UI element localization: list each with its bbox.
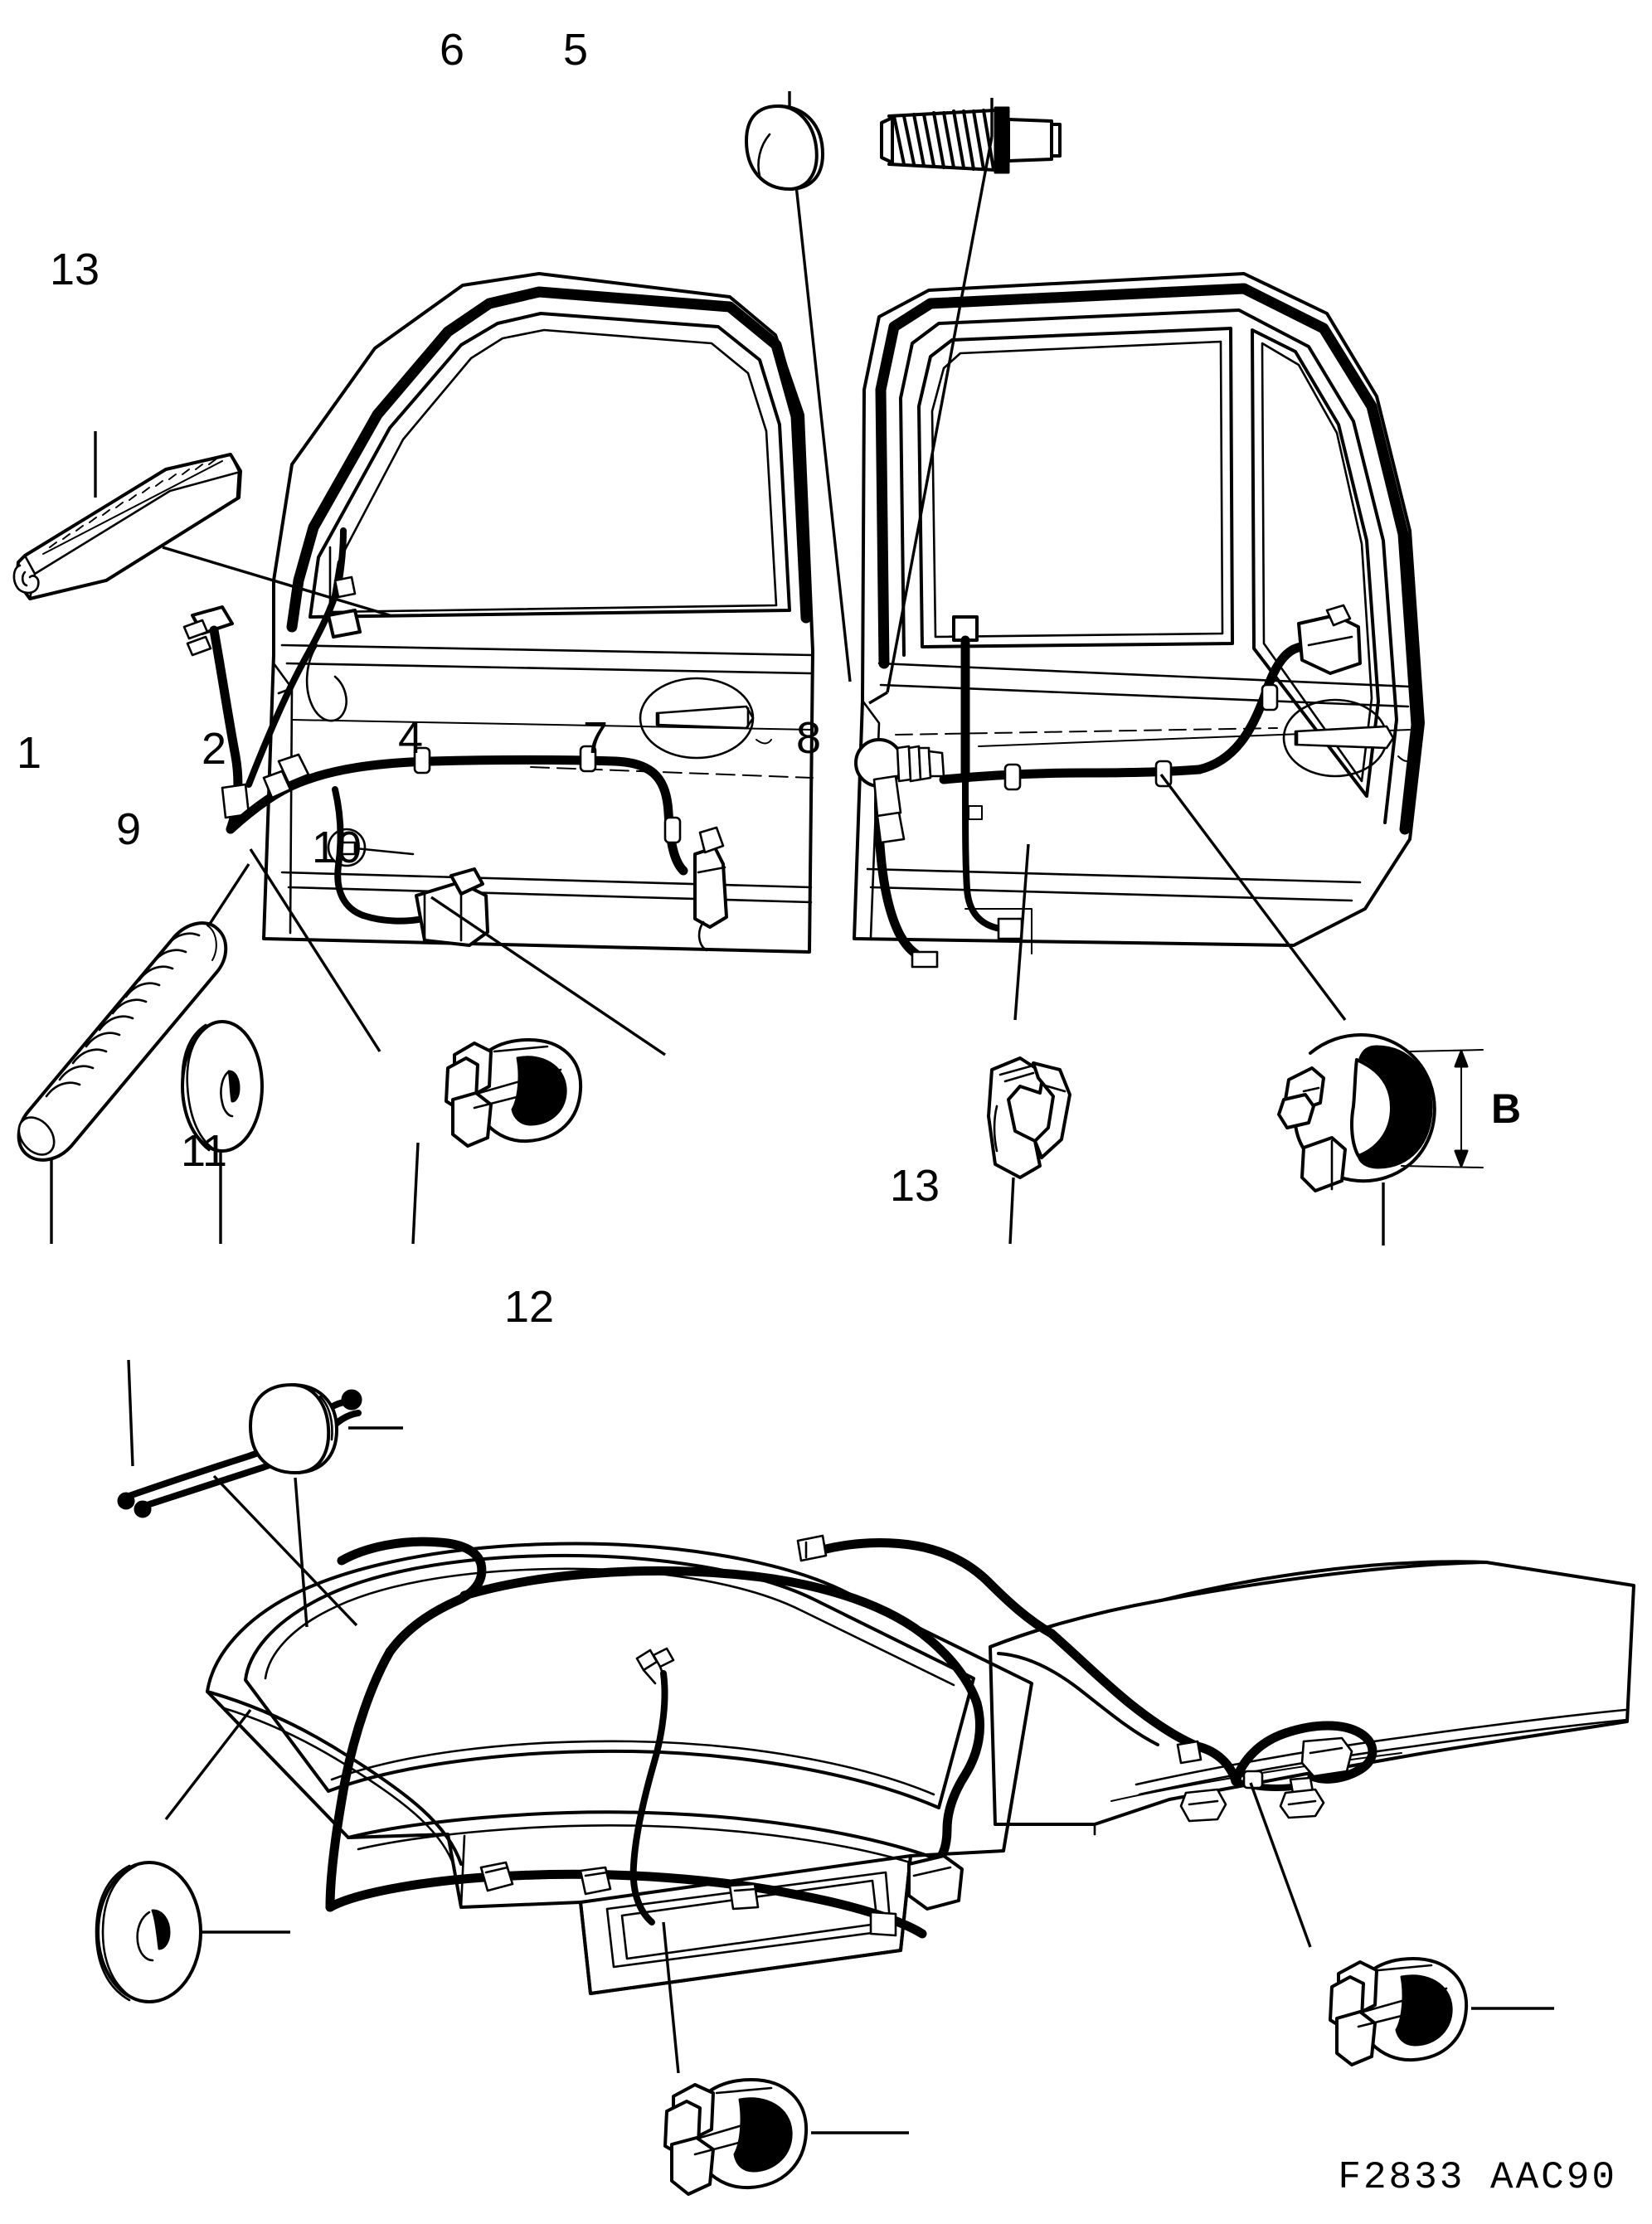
callout-number-11[interactable]: 11 <box>181 1126 227 1176</box>
bottom-section <box>95 1359 1635 2196</box>
top-section: B <box>12 91 1521 1246</box>
callout-number-8[interactable]: 8 <box>796 713 821 763</box>
tailgate-heater-connector <box>635 1647 675 1685</box>
part-6-round-cap-plug <box>745 104 824 191</box>
rear-door-wiring-harness <box>854 604 1362 1022</box>
door-lock-actuator <box>693 826 728 952</box>
part-1-rubber-conduit-boot <box>17 921 228 1162</box>
dimension-b-label: B <box>1491 1085 1521 1132</box>
callout-number-6[interactable]: 6 <box>440 25 464 75</box>
part-13-cable-clip-bottom <box>1329 1957 1554 2066</box>
part-10-oval-cap-plug <box>249 1383 403 1628</box>
callout-number-13-top[interactable]: 13 <box>50 245 100 294</box>
callout-number-2[interactable]: 2 <box>202 724 226 774</box>
harness-connector-a <box>182 605 234 657</box>
callout-number-5[interactable]: 5 <box>563 25 588 75</box>
part-13-edge-trim-strip-top <box>12 431 391 617</box>
callout-number-4[interactable]: 4 <box>398 713 423 763</box>
harness-bullet-terminal <box>796 1534 828 1562</box>
trunk-lid-assembly <box>989 1560 1635 1836</box>
rear-door-latch-block <box>1297 604 1362 675</box>
part-12-cable-clip <box>663 2078 909 2196</box>
callout-number-10[interactable]: 10 <box>312 823 362 872</box>
callout-number-13-bottom[interactable]: 13 <box>890 1161 940 1211</box>
tailgate-latch-block <box>907 1854 964 1911</box>
front-door-lock-cylinder <box>327 828 415 867</box>
harness-body-grommet <box>854 738 945 788</box>
callout-number-9[interactable]: 9 <box>116 804 141 854</box>
trunk-harness-clips <box>1176 1736 1353 1823</box>
part-5-threaded-bellows-boot <box>880 106 1062 174</box>
tailgate-wiring-harness <box>164 1537 985 2074</box>
callout-labels: 1 2 4 5 6 7 8 13 9 10 11 12 13 <box>17 25 940 1332</box>
part-11-round-grommet-plug <box>95 1861 290 2003</box>
figure-code-label: F2833 AAC90 <box>1338 2156 1617 2199</box>
trunk-lid-wiring-harness <box>796 1534 1377 1948</box>
part-4-cable-clip <box>411 1038 583 1245</box>
callout-number-7[interactable]: 7 <box>583 713 608 763</box>
part-7-u-channel-clip <box>987 1056 1071 1245</box>
rear-door-handle <box>1282 698 1414 778</box>
tailgate-harness-clips <box>479 1861 897 1937</box>
part-8-circular-cable-clamp: B <box>1277 1033 1521 1246</box>
dimension-b-marker: B <box>1401 1049 1521 1168</box>
callout-number-12[interactable]: 12 <box>504 1282 554 1332</box>
front-door-handle <box>639 677 772 760</box>
callout-number-1[interactable]: 1 <box>17 728 41 778</box>
part-2-round-grommet-plug <box>181 1020 264 1153</box>
